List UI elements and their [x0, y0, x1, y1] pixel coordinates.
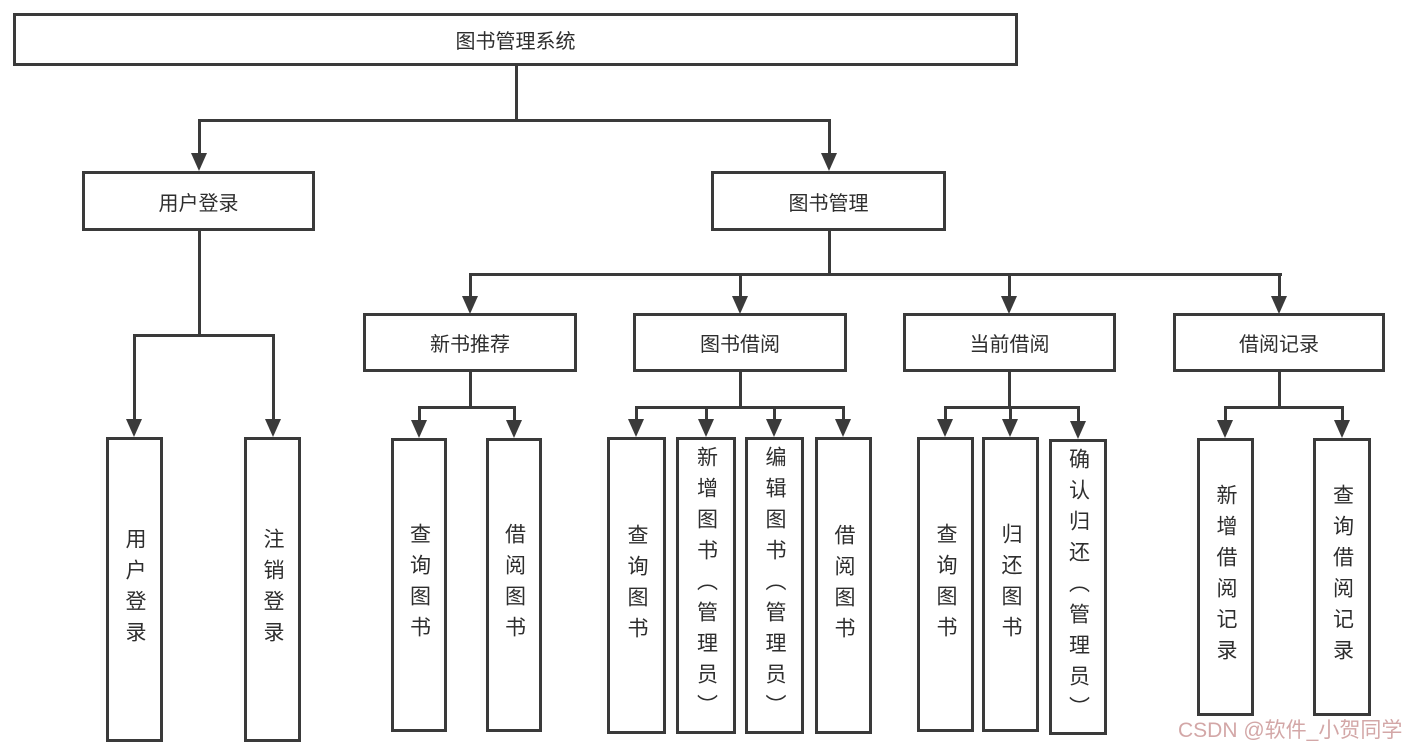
leaf-query-books-borrow: 查询图书	[607, 437, 666, 734]
leaf-borrow-books-recommend-label: 借阅图书	[502, 523, 526, 647]
leaf-query-borrow-record-label: 查询借阅记录	[1330, 484, 1354, 670]
connector-d1-drop	[944, 406, 947, 420]
leaf-query-books-recommend-label: 查询图书	[407, 523, 431, 647]
arrow-down-d2	[1002, 419, 1018, 437]
connector-group-d-bar	[944, 406, 1080, 409]
connector-level3-bar	[469, 273, 1282, 276]
node-new-book-recommend-label: 新书推荐	[430, 334, 510, 356]
csdn-watermark: CSDN @软件_小贺同学	[1178, 719, 1403, 742]
node-borrow-records-label: 借阅记录	[1239, 334, 1319, 356]
node-new-book-recommend: 新书推荐	[363, 313, 577, 372]
node-book-management-label: 图书管理	[788, 192, 869, 215]
leaf-logout-label: 注销登录	[261, 527, 284, 652]
connector-user-login-bar	[133, 334, 275, 337]
connector-borrow-records-drop	[1278, 273, 1281, 299]
arrow-down-borrow-records	[1271, 296, 1287, 314]
arrow-down-book-borrow	[732, 296, 748, 314]
connector-c4-drop	[842, 406, 845, 420]
arrow-down-user-login	[191, 153, 207, 171]
connector-e1-drop	[1224, 406, 1227, 421]
connector-d3-drop	[1077, 406, 1080, 422]
node-borrow-records: 借阅记录	[1173, 313, 1385, 372]
arrow-down-d3	[1070, 421, 1086, 439]
arrow-down-c1	[628, 419, 644, 437]
leaf-add-book-admin-label: 新增图书（管理员）	[694, 446, 718, 725]
connector-c1-drop	[635, 406, 638, 420]
leaf-return-books: 归还图书	[982, 437, 1039, 732]
leaf-confirm-return-admin: 确认归还（管理员）	[1049, 439, 1107, 735]
connector-new-book-drop	[469, 273, 472, 299]
leaf-query-books-current-label: 查询图书	[934, 522, 957, 647]
leaf-add-borrow-record: 新增借阅记录	[1197, 438, 1254, 716]
node-current-borrow: 当前借阅	[903, 313, 1116, 372]
arrow-down-e1	[1217, 420, 1233, 438]
leaf-return-books-label: 归还图书	[999, 522, 1022, 647]
arrow-down-b1	[411, 420, 427, 438]
leaf-add-book-admin: 新增图书（管理员）	[676, 437, 736, 734]
leaf-query-borrow-record: 查询借阅记录	[1313, 438, 1371, 716]
arrow-down-current-borrow	[1001, 296, 1017, 314]
leaf-edit-book-admin-label: 编辑图书（管理员）	[763, 446, 786, 725]
leaf-edit-book-admin: 编辑图书（管理员）	[745, 437, 804, 734]
connector-d2-drop	[1009, 406, 1012, 420]
leaf-query-books-recommend: 查询图书	[391, 438, 447, 732]
leaf-borrow-books-label: 借阅图书	[832, 523, 855, 648]
leaf-add-borrow-record-label: 新增借阅记录	[1214, 484, 1237, 670]
connector-level2-bar	[198, 119, 831, 122]
connector-group-c-bar	[635, 406, 845, 409]
arrow-down-leaf-user-login	[126, 419, 142, 437]
node-root: 图书管理系统	[13, 13, 1018, 66]
connector-group-d-stem	[1008, 370, 1011, 409]
arrow-down-leaf-logout	[265, 419, 281, 437]
connector-c2-drop	[705, 406, 708, 420]
node-current-borrow-label: 当前借阅	[969, 334, 1050, 356]
leaf-user-login-label: 用户登录	[123, 527, 146, 652]
connector-group-e-stem	[1278, 370, 1281, 409]
connector-b2-drop	[513, 406, 516, 421]
connector-book-borrow-drop	[739, 273, 742, 299]
node-root-label: 图书管理系统	[455, 31, 576, 53]
arrow-down-e2	[1334, 420, 1350, 438]
connector-leaf-logout-drop	[272, 334, 275, 421]
leaf-query-books-current: 查询图书	[917, 437, 974, 732]
connector-c3-drop	[773, 406, 776, 420]
node-book-borrow-label: 图书借阅	[700, 334, 780, 356]
connector-group-b-bar	[418, 406, 515, 409]
arrow-down-c4	[835, 419, 851, 437]
arrow-down-b2	[506, 420, 522, 438]
connector-e2-drop	[1341, 406, 1344, 421]
connector-leaf-user-login-drop	[133, 334, 136, 421]
leaf-confirm-return-admin-label: 确认归还（管理员）	[1066, 447, 1090, 727]
arrow-down-new-book	[462, 296, 478, 314]
leaf-logout: 注销登录	[244, 437, 301, 742]
connector-user-login-stem	[198, 229, 201, 337]
connector-current-borrow-drop	[1008, 273, 1011, 299]
node-book-borrow: 图书借阅	[633, 313, 847, 372]
leaf-borrow-books-recommend: 借阅图书	[486, 438, 542, 732]
arrow-down-d1	[937, 419, 953, 437]
leaf-user-login: 用户登录	[106, 437, 163, 742]
connector-book-mgmt-stem	[828, 229, 831, 275]
node-user-login-label: 用户登录	[158, 192, 239, 215]
connector-group-b-stem	[469, 370, 472, 409]
leaf-query-books-borrow-label: 查询图书	[625, 523, 648, 648]
arrow-down-c3	[766, 419, 782, 437]
connector-group-c-stem	[739, 370, 742, 409]
connector-group-e-bar	[1224, 406, 1343, 409]
connector-book-mgmt-drop	[828, 119, 831, 156]
connector-user-login-drop	[198, 119, 201, 156]
arrow-down-c2	[698, 419, 714, 437]
arrow-down-book-mgmt	[821, 153, 837, 171]
connector-b1-drop	[418, 406, 421, 421]
node-user-login: 用户登录	[82, 171, 315, 231]
leaf-borrow-books: 借阅图书	[815, 437, 872, 734]
node-book-management: 图书管理	[711, 171, 946, 231]
connector-root-stem	[515, 64, 518, 121]
